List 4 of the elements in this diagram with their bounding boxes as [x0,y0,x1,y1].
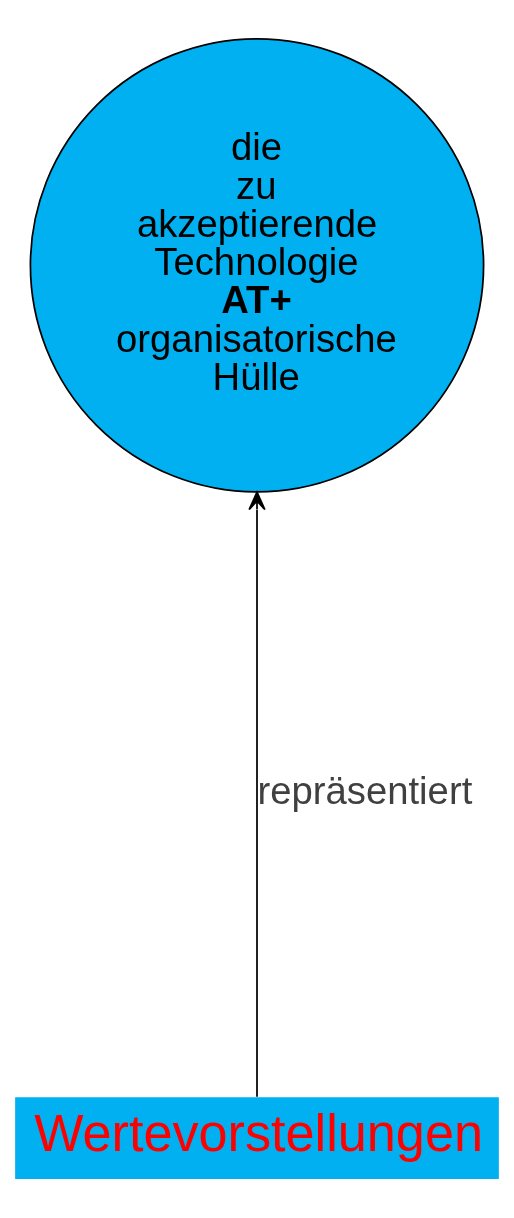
arrow [248,491,266,1098]
node-circle: die zu akzeptierende Technologie AT+ organisatorische Hülle [29,37,485,493]
node-box: Wertevorstellungen [15,1097,499,1180]
edge-label: repräsentiert [257,769,473,813]
